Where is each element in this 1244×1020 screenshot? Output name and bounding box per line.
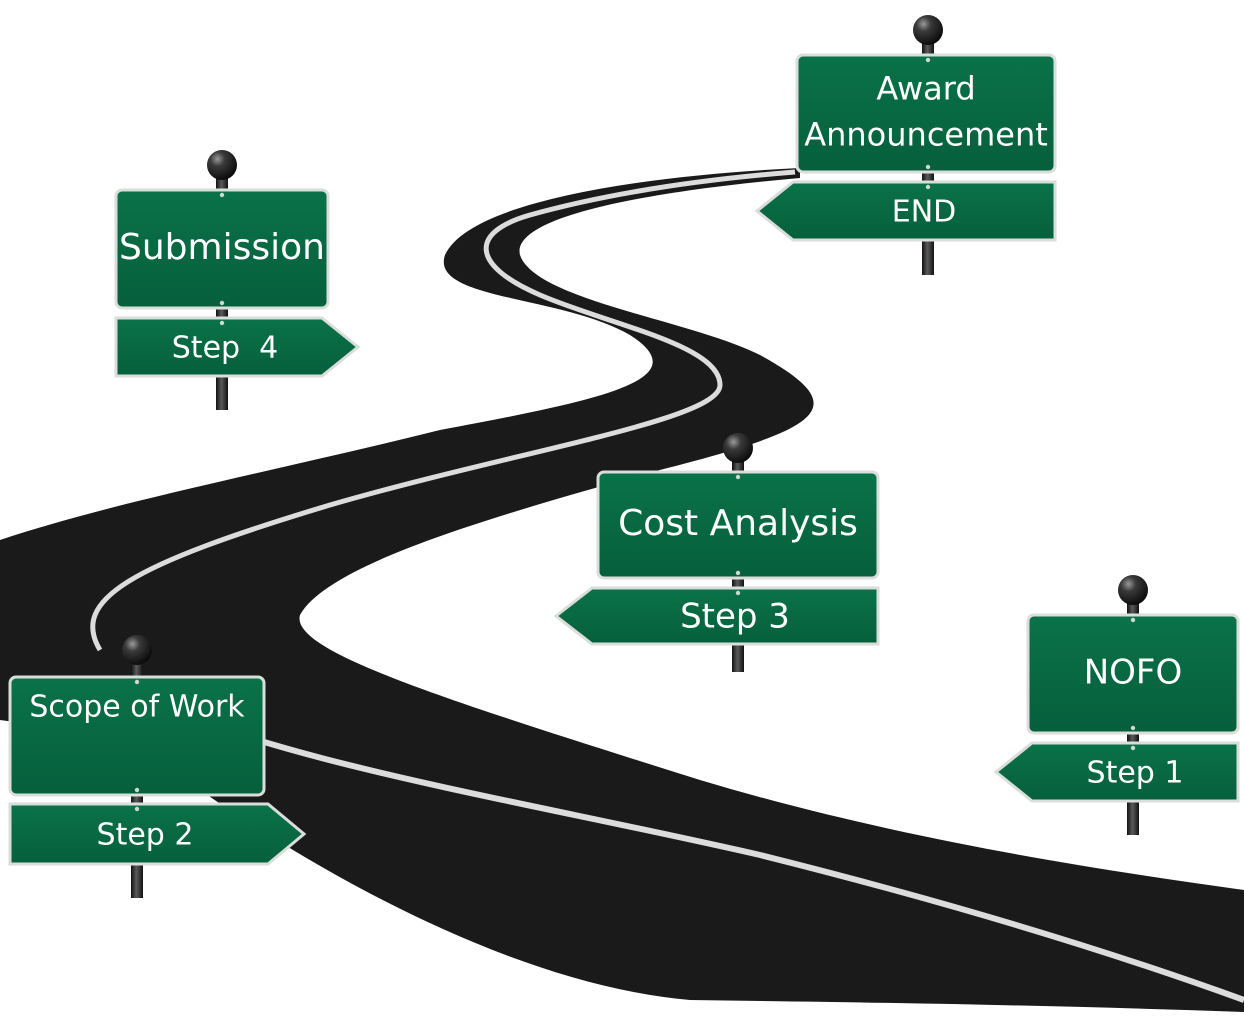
bolt-icon: [925, 57, 931, 63]
road: [0, 168, 1244, 1012]
sign-title-line: Award: [876, 70, 975, 108]
bolt-icon: [134, 806, 140, 812]
pole-knob-icon: [913, 15, 943, 45]
sign-title-line: Cost Analysis: [618, 503, 858, 544]
road-surface: [0, 168, 1244, 1012]
arrow-left-icon: [993, 741, 1240, 803]
step-label: Step 3: [680, 597, 790, 637]
signpost-nofo: NOFO Step 1: [993, 575, 1240, 835]
main-sign-board: [114, 188, 330, 310]
pole-knob-icon: [122, 635, 152, 665]
bolt-icon: [219, 320, 225, 326]
bolt-icon: [134, 679, 140, 685]
step-label: END: [892, 195, 957, 230]
bolt-icon: [134, 787, 140, 793]
bolt-icon: [925, 164, 931, 170]
step-label: Step 1: [1087, 756, 1184, 791]
bolt-icon: [1130, 745, 1136, 751]
bolt-icon: [1130, 617, 1136, 623]
bolt-icon: [925, 184, 931, 190]
bolt-icon: [219, 300, 225, 306]
bolt-icon: [735, 570, 741, 576]
pole-knob-icon: [207, 150, 237, 180]
main-sign-board: [1026, 613, 1240, 735]
bolt-icon: [1130, 725, 1136, 731]
sign-title-line: NOFO: [1084, 653, 1183, 693]
main-sign-board: [8, 675, 266, 797]
road-centerline-lower: [128, 687, 1244, 1003]
arrow-left-icon: [754, 180, 1057, 242]
sign-title-line: Scope of Work: [29, 690, 245, 725]
step-label: Step 4: [172, 331, 278, 366]
arrow-right-icon: [114, 316, 361, 378]
main-sign-board: [795, 53, 1057, 174]
pole-knob-icon: [723, 433, 753, 463]
sign-title-line: Announcement: [804, 116, 1048, 154]
main-sign-board: [596, 470, 880, 580]
sign-title-line: Submission: [119, 227, 325, 268]
pole-knob-icon: [1118, 575, 1148, 605]
step-label: Step 2: [97, 818, 194, 853]
road-centerline: [90, 169, 796, 652]
bolt-icon: [735, 590, 741, 596]
arrow-left-icon: [553, 586, 880, 646]
bolt-icon: [219, 192, 225, 198]
arrow-right-icon: [8, 802, 307, 866]
bolt-icon: [735, 474, 741, 480]
